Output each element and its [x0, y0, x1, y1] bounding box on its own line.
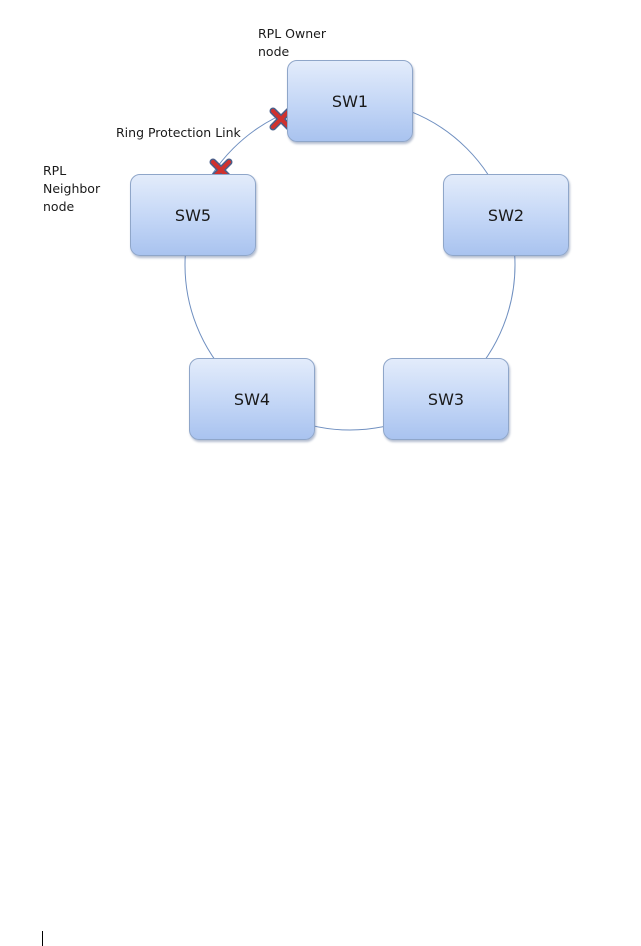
- text-cursor: [42, 931, 43, 946]
- node-sw1: SW1: [287, 60, 413, 142]
- ring-protection-link-label: Ring Protection Link: [116, 124, 241, 142]
- node-sw4: SW4: [189, 358, 315, 440]
- label-line: node: [258, 44, 290, 59]
- label-line: Ring Protection Link: [116, 125, 241, 140]
- label-line: RPL Owner: [258, 26, 326, 41]
- label-line: RPL: [43, 163, 67, 178]
- rpl-neighbor-label: RPL Neighbor node: [43, 162, 100, 216]
- node-label: SW5: [174, 205, 212, 225]
- node-label: SW4: [233, 389, 271, 409]
- rpl-owner-label: RPL Owner node: [258, 25, 326, 61]
- x-mark-icon: [269, 107, 293, 131]
- node-sw2: SW2: [443, 174, 569, 256]
- node-sw5: SW5: [130, 174, 256, 256]
- label-line: node: [43, 199, 75, 214]
- node-label: SW3: [427, 389, 465, 409]
- node-sw3: SW3: [383, 358, 509, 440]
- node-label: SW2: [487, 205, 525, 225]
- label-line: Neighbor: [43, 181, 101, 196]
- node-label: SW1: [331, 91, 369, 111]
